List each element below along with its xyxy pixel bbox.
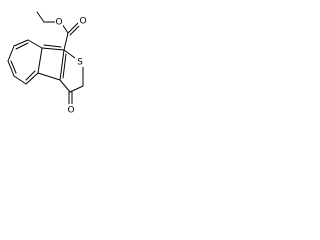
bond-c8a-c8 [27, 39, 43, 49]
bond-carbonyl-c-ring [63, 32, 69, 51]
ethyl-group [36, 11, 57, 23]
bond-c8a-c3a [37, 47, 43, 74]
chemical-structure-diagram: O O S O [7, 11, 87, 116]
cycloheptatriene-ring [7, 39, 43, 85]
bond-c7-c6 [7, 45, 15, 62]
ester-carbonyl-oxygen-label: O [79, 17, 86, 27]
bond-c8-c7 [13, 39, 29, 47]
bond-co-c3 [59, 79, 71, 93]
bond-c4-c3a [25, 72, 39, 85]
atom-labels: O O S O [55, 16, 87, 116]
bond-ch2-co [69, 85, 84, 93]
bond-c6-c5-double [10, 60, 17, 74]
bond-c4-c3a-double [25, 70, 36, 81]
ketone-oxygen-label: O [67, 106, 74, 116]
ring-sulfur-label: S [77, 58, 83, 68]
bond-c5-c4 [13, 75, 27, 85]
ester-ether-oxygen-label: O [55, 18, 62, 28]
bond-carbonyl-c-o-1 [67, 21, 80, 34]
bond-c8-c7-double [15, 42, 29, 50]
thiophenone-ring [59, 49, 84, 106]
bond-c3a-c3 [37, 72, 61, 81]
bond-c6-c5 [7, 60, 15, 77]
bond-c3-c1-double [62, 53, 67, 79]
ester-group [61, 21, 82, 51]
cyclopentadiene-ring [37, 44, 65, 81]
bond-c1-s [63, 49, 76, 59]
bond-c1-c8a [41, 47, 65, 51]
bond-c1-c8a-double [43, 44, 62, 48]
bond-c3-c1 [59, 49, 65, 81]
bond-ch3-ch2 [36, 11, 45, 23]
